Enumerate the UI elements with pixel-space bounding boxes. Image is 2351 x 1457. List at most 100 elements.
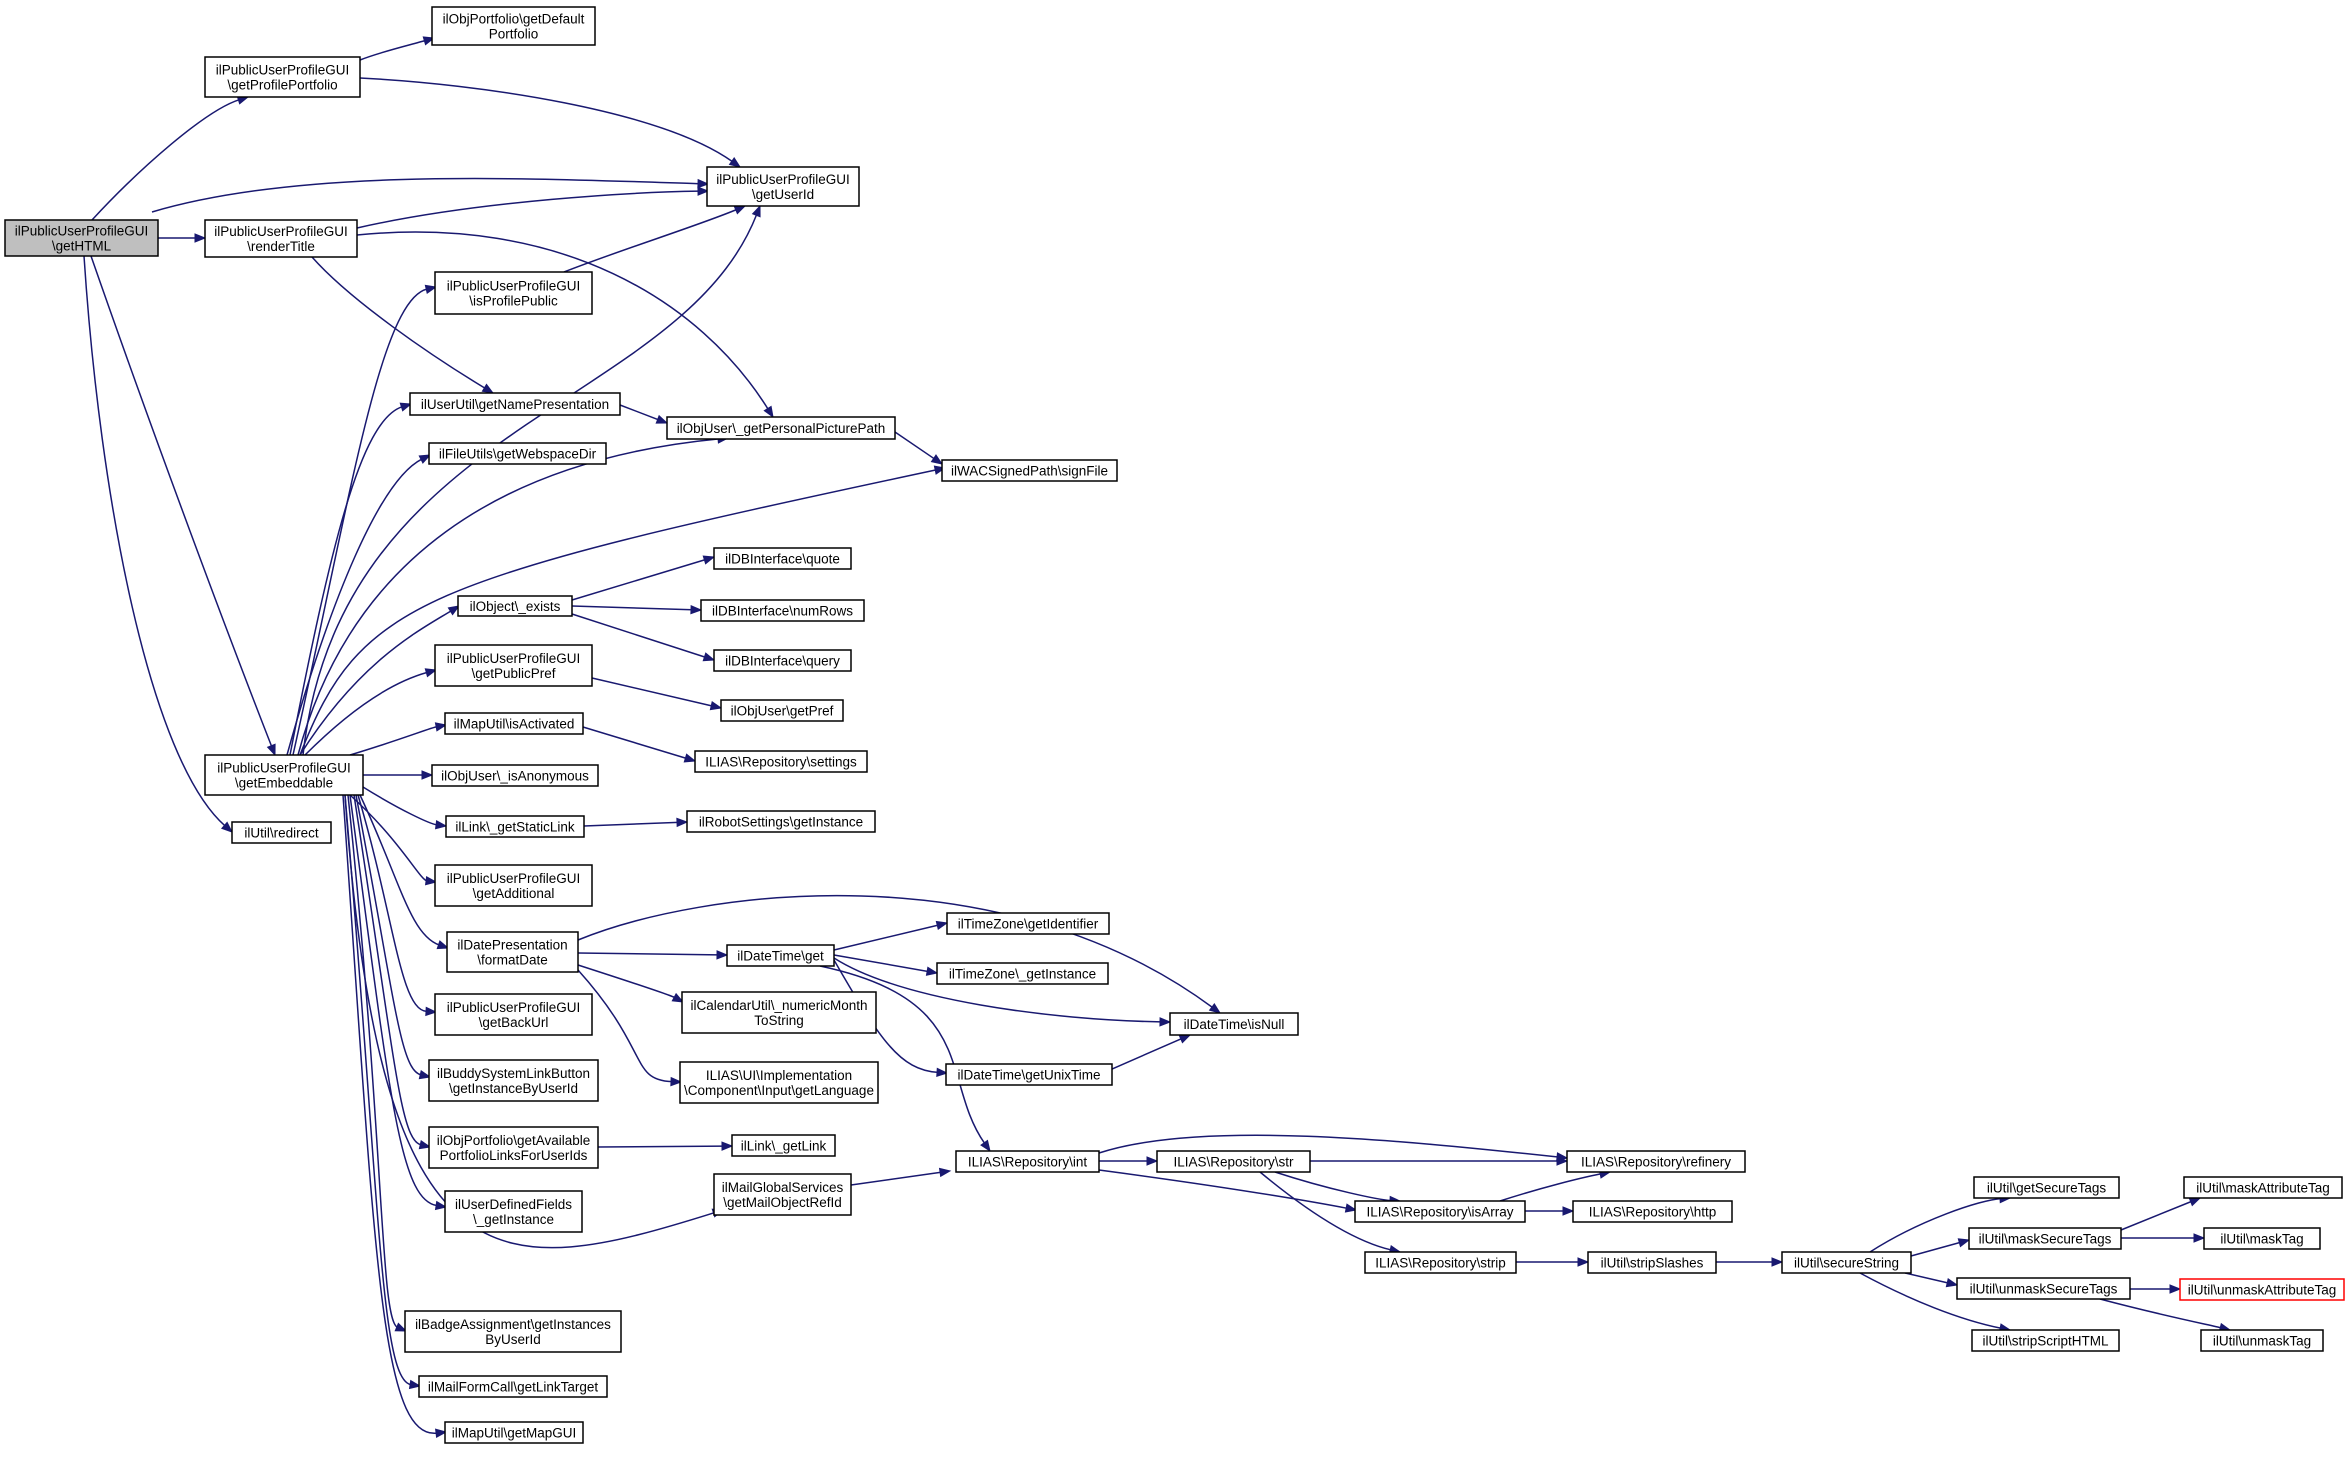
node-ildatepresentation-formatdate[interactable]: ilDatePresentation\formatDate xyxy=(446,931,579,973)
node-box xyxy=(444,712,584,735)
arrowhead-icon xyxy=(702,555,716,565)
node-ilpublicuserprofilegui-rendertitle[interactable]: ilPublicUserProfileGUI\renderTitle xyxy=(204,219,358,258)
node-ilwacsignedpath-signfile[interactable]: ilWACSignedPath\signFile xyxy=(941,459,1118,482)
node-ilutil-getsecuretags[interactable]: ilUtil\getSecureTags xyxy=(1973,1176,2120,1199)
edge-ilutil-unmasksecuretags-to-ilutil-unmaskattributetag xyxy=(2130,1284,2182,1294)
node-ildatetime-getunixtime[interactable]: ilDateTime\getUnixTime xyxy=(945,1063,1113,1086)
edge-ilmaputil-isactivated-to-ilias-repository-settings xyxy=(582,726,697,763)
node-ilias-repository-refinery[interactable]: ILIAS\Repository\refinery xyxy=(1566,1150,1746,1173)
arrowhead-icon xyxy=(408,1379,422,1390)
edge-ilutil-securestring-to-ilutil-masksecuretags xyxy=(1910,1238,1971,1257)
node-ilobject-exists[interactable]: ilObject\_exists xyxy=(457,595,573,617)
edge-ilpublicuserprofilegui-getembeddable-to-ilpublicuserprofilegui-getadditional xyxy=(349,794,438,886)
node-ilpublicuserprofilegui-getembeddable[interactable]: ilPublicUserProfileGUI\getEmbeddable xyxy=(204,754,364,796)
node-box xyxy=(1956,1277,2131,1300)
node-iluserutil-getnamepresentation[interactable]: ilUserUtil\getNamePresentation xyxy=(409,392,621,416)
edge-line xyxy=(359,39,426,61)
arrowhead-icon xyxy=(716,950,729,960)
node-box xyxy=(726,944,835,967)
edge-ilutil-masksecuretags-to-ilutil-maskattributetag xyxy=(2120,1197,2202,1231)
arrowhead-icon xyxy=(1344,1203,1358,1213)
node-ilias-repository-int[interactable]: ILIAS\Repository\int xyxy=(955,1150,1100,1173)
node-ilpublicuserprofilegui-gethtml[interactable]: ilPublicUserProfileGUI\getHTML xyxy=(4,219,159,257)
node-ilpublicuserprofilegui-getprofileportfolio[interactable]: ilPublicUserProfileGUI\getProfilePortfol… xyxy=(204,56,361,98)
arrowhead-icon xyxy=(930,454,944,465)
node-ilbuddysystemlinkbutton-getinstancebyuserid[interactable]: ilBuddySystemLinkButton\getInstanceByUse… xyxy=(428,1059,599,1102)
edge-line xyxy=(597,1145,724,1148)
node-label: Portfolio xyxy=(489,27,539,42)
node-ildatetime-get[interactable]: ilDateTime\get xyxy=(726,944,835,967)
arrowhead-icon xyxy=(1159,1017,1172,1027)
node-ilobjuser-isanonymous[interactable]: ilObjUser\_isAnonymous xyxy=(431,764,599,787)
edge-line xyxy=(833,959,939,1074)
node-box xyxy=(713,547,852,570)
node-ilias-repository-str[interactable]: ILIAS\Repository\str xyxy=(1156,1150,1311,1173)
node-ilutil-stripslashes[interactable]: ilUtil\stripSlashes xyxy=(1587,1251,1717,1274)
edge-ilpublicuserprofilegui-getembeddable-to-illink-getstaticlink xyxy=(362,786,448,830)
edge-line xyxy=(299,610,452,756)
node-iltimezone-getidentifier[interactable]: ilTimeZone\getIdentifier xyxy=(946,912,1110,935)
node-ilutil-redirect[interactable]: ilUtil\redirect xyxy=(231,821,332,844)
edge-line xyxy=(1910,1241,1961,1257)
node-ilias-repository-strip[interactable]: ILIAS\Repository\strip xyxy=(1364,1251,1517,1274)
node-ilias-repository-isarray[interactable]: ILIAS\Repository\isArray xyxy=(1354,1200,1526,1223)
node-label: ilLink\_getStaticLink xyxy=(455,820,575,835)
edge-ilpublicuserprofilegui-getprofileportfolio-to-ilobjportfolio-getdefaultportfolio xyxy=(359,36,436,61)
node-ilutil-unmasksecuretags[interactable]: ilUtil\unmaskSecureTags xyxy=(1956,1277,2131,1300)
node-ilobjuser-getpersonalpicturepath[interactable]: ilObjUser\_getPersonalPicturePath xyxy=(666,416,896,440)
node-ilias-repository-http[interactable]: ILIAS\Repository\http xyxy=(1572,1200,1733,1223)
node-illink-getstaticlink[interactable]: ilLink\_getStaticLink xyxy=(445,815,585,838)
node-ilutil-stripscripthtml[interactable]: ilUtil\stripScriptHTML xyxy=(1971,1329,2120,1352)
edge-ilias-repository-isarray-to-ilias-repository-http xyxy=(1525,1206,1575,1216)
node-ilpublicuserprofilegui-getadditional[interactable]: ilPublicUserProfileGUI\getAdditional xyxy=(434,864,593,907)
node-ildbinterface-numrows[interactable]: ilDBInterface\numRows xyxy=(700,599,865,622)
edge-ilias-repository-int-to-ilias-repository-isarray xyxy=(1098,1169,1358,1213)
node-ilpublicuserprofilegui-getbackurl[interactable]: ilPublicUserProfileGUI\getBackUrl xyxy=(434,993,593,1036)
node-ilmaputil-isactivated[interactable]: ilMapUtil\isActivated xyxy=(444,712,584,735)
node-illink-getlink[interactable]: ilLink\_getLink xyxy=(731,1134,836,1157)
edge-line xyxy=(292,288,428,756)
arrowhead-icon xyxy=(1771,1257,1784,1267)
node-ilutil-securestring[interactable]: ilUtil\secureString xyxy=(1781,1251,1912,1274)
node-ilutil-unmaskattributetag[interactable]: ilUtil\unmaskAttributeTag xyxy=(2179,1278,2345,1301)
node-ildbinterface-quote[interactable]: ilDBInterface\quote xyxy=(713,547,852,570)
node-iluserdefinedfields-getinstance[interactable]: ilUserDefinedFields\_getInstance xyxy=(444,1190,583,1233)
node-ilutil-masksecuretags[interactable]: ilUtil\maskSecureTags xyxy=(1968,1227,2122,1250)
node-ilobjportfolio-getavailable-portfoliolinksforuserids[interactable]: ilObjPortfolio\getAvailablePortfolioLink… xyxy=(428,1126,599,1169)
node-ilpublicuserprofilegui-getuserid[interactable]: ilPublicUserProfileGUI\getUserId xyxy=(706,166,860,207)
node-ildatetime-isnull[interactable]: ilDateTime\isNull xyxy=(1169,1012,1299,1036)
node-ilfileutils-getwebspacedir[interactable]: ilFileUtils\getWebspaceDir xyxy=(428,442,607,465)
node-ilpublicuserprofilegui-isprofilepublic[interactable]: ilPublicUserProfileGUI\isProfilePublic xyxy=(434,271,593,315)
node-ilmailformcall-getlinktarget[interactable]: ilMailFormCall\getLinkTarget xyxy=(418,1375,608,1398)
edge-ilutil-unmasksecuretags-to-ilutil-unmasktag xyxy=(2099,1298,2232,1333)
arrowhead-icon xyxy=(935,920,949,931)
node-box xyxy=(1973,1176,2120,1199)
node-ilutil-maskattributetag[interactable]: ilUtil\maskAttributeTag xyxy=(2183,1176,2343,1199)
node-ilutil-unmasktag[interactable]: ilUtil\unmaskTag xyxy=(2200,1329,2324,1352)
node-label: \_getInstance xyxy=(473,1212,554,1227)
node-ilutil-masktag[interactable]: ilUtil\maskTag xyxy=(2203,1227,2321,1250)
node-ilias-repository-settings[interactable]: ILIAS\Repository\settings xyxy=(694,750,868,773)
edge-ilobject-exists-to-ildbinterface-query xyxy=(571,613,716,662)
edge-ilpublicuserprofilegui-getembeddable-to-iluserutil-getnamepresentation xyxy=(289,402,413,756)
node-ilmailglobalservices-getmailobjectrefid[interactable]: ilMailGlobalServices\getMailObjectRefId xyxy=(713,1173,852,1216)
edge-line xyxy=(349,794,428,882)
node-ilias-ui-implementation-component-input-getlanguage[interactable]: ILIAS\UI\Implementation\Component\Input\… xyxy=(679,1061,879,1104)
arrowhead-icon xyxy=(670,1076,683,1087)
node-ilrobotsettings-getinstance[interactable]: ilRobotSettings\getInstance xyxy=(686,810,876,833)
edge-line xyxy=(571,613,706,658)
node-ildbinterface-query[interactable]: ilDBInterface\query xyxy=(713,649,852,672)
node-label: ILIAS\Repository\http xyxy=(1589,1205,1717,1220)
edge-ilobject-exists-to-ildbinterface-numrows xyxy=(571,604,703,615)
arrowhead-icon xyxy=(938,1167,952,1178)
node-ilpublicuserprofilegui-getpublicpref[interactable]: ilPublicUserProfileGUI\getPublicPref xyxy=(434,644,593,687)
arrowhead-icon xyxy=(418,1069,432,1080)
node-label: ilDateTime\get xyxy=(737,949,824,964)
node-ilobjuser-getpref[interactable]: ilObjUser\getPref xyxy=(720,699,844,722)
node-ilmaputil-getmapgui[interactable]: ilMapUtil\getMapGUI xyxy=(444,1421,584,1444)
node-box xyxy=(706,166,860,207)
node-iltimezone-getinstance[interactable]: ilTimeZone\_getInstance xyxy=(936,962,1109,985)
